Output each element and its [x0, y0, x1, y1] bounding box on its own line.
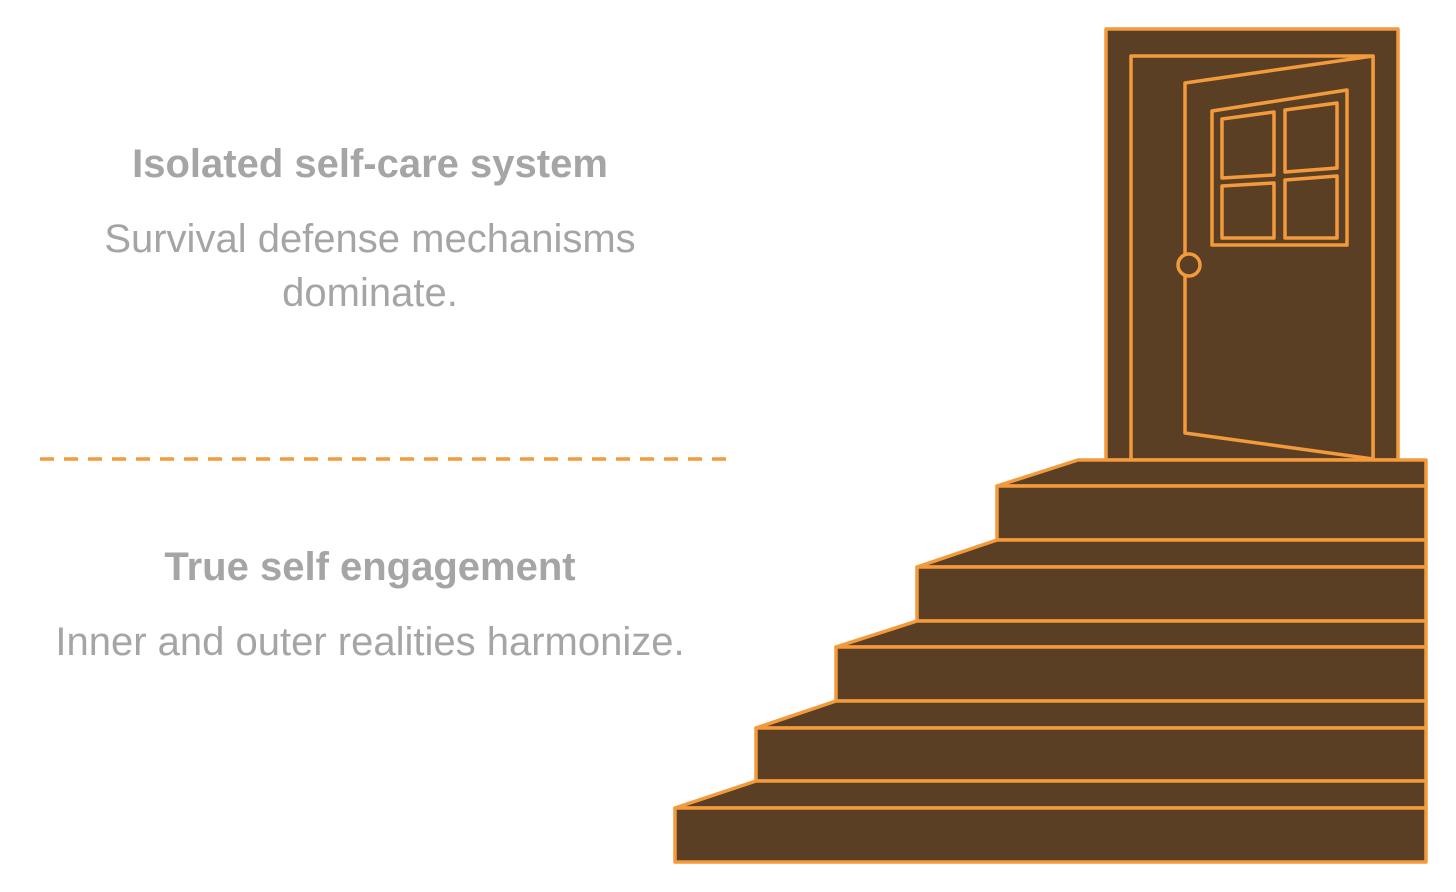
stair-riser-3: [834, 645, 1428, 703]
staircase-icon: [673, 458, 1428, 864]
stair-tread-4: [754, 699, 1428, 730]
stair-tread-2: [915, 538, 1428, 569]
upper-section: Isolated self-care system Survival defen…: [40, 140, 700, 320]
upper-section-description: Survival defense mechanisms dominate.: [104, 217, 636, 315]
section-divider: [40, 457, 730, 461]
stair-tread-1: [995, 458, 1428, 488]
stair-riser-2: [915, 565, 1428, 623]
door-icon: [1104, 27, 1400, 462]
stair-riser-5: [673, 806, 1428, 864]
stair-riser-1: [995, 484, 1428, 542]
lower-section: True self engagement Inner and outer rea…: [40, 543, 700, 669]
lower-section-description: Inner and outer realities harmonize.: [55, 620, 685, 664]
window-icon: [1210, 88, 1349, 247]
stair-riser-4: [754, 726, 1428, 783]
stair-tread-3: [834, 619, 1428, 649]
upper-section-title: Isolated self-care system: [132, 142, 608, 186]
stair-tread-5: [673, 779, 1428, 810]
lower-section-title: True self engagement: [164, 545, 576, 589]
doorknob-icon: [1176, 252, 1202, 278]
